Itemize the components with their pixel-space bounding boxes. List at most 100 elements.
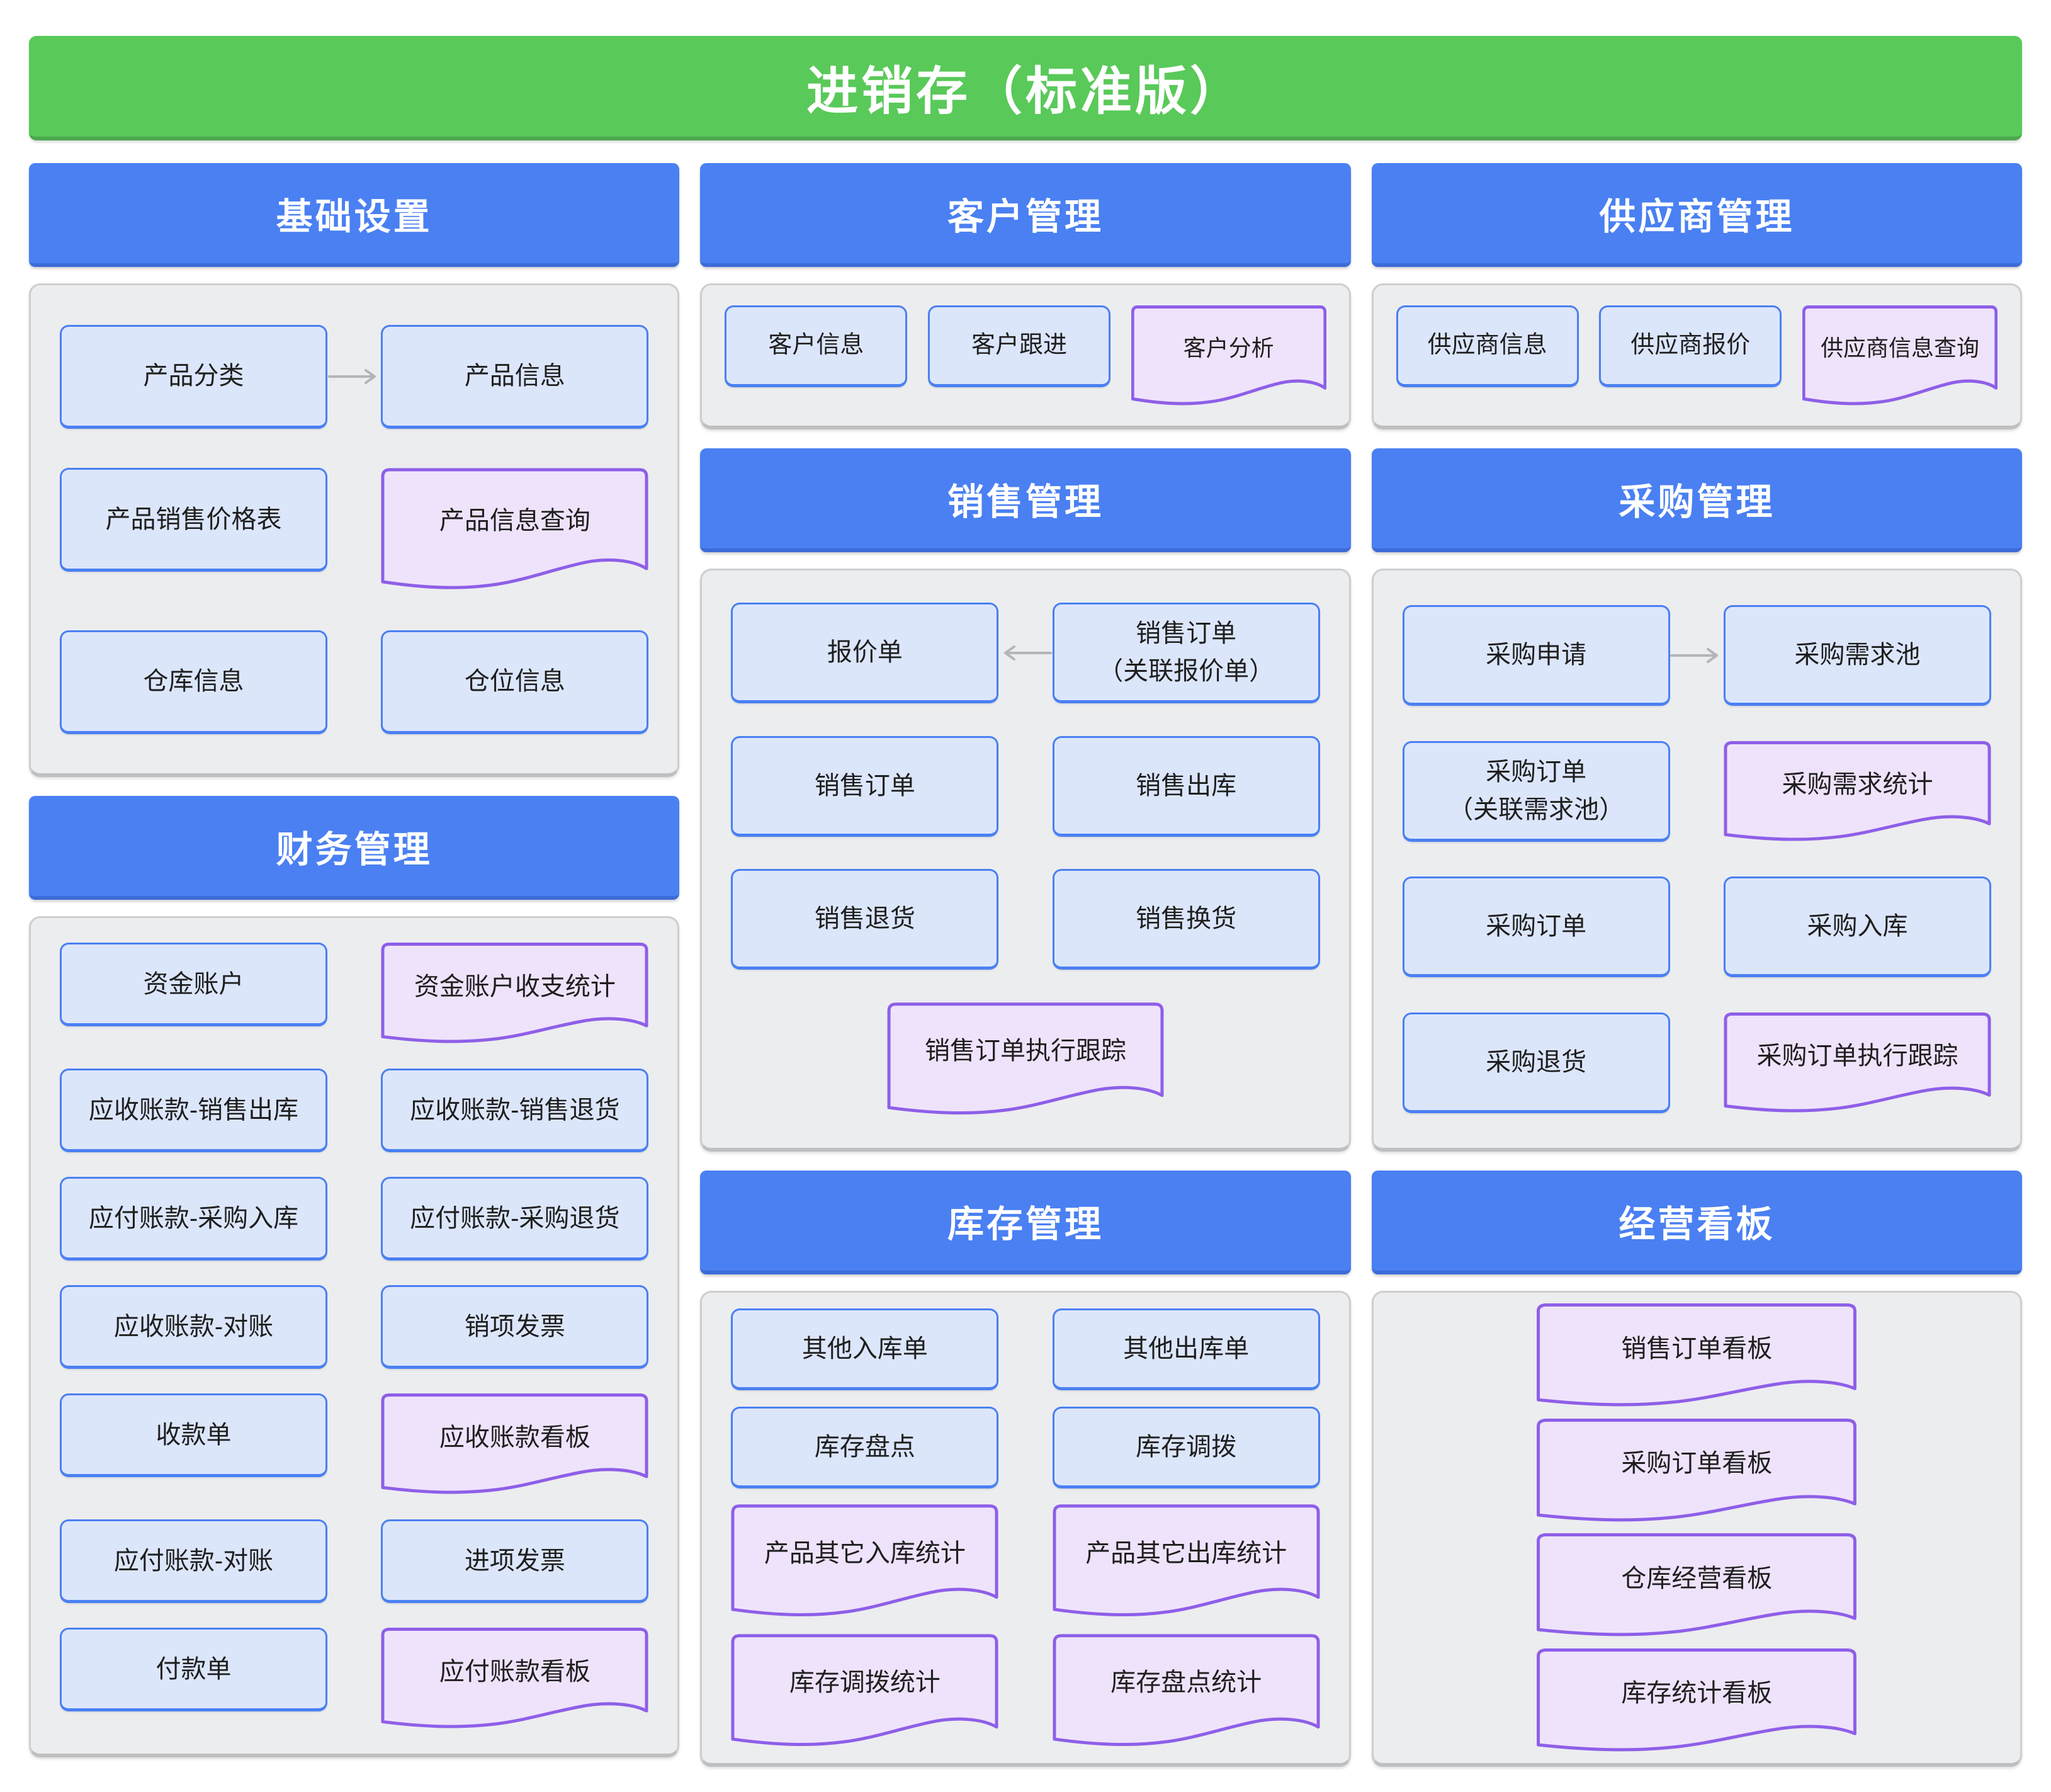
diagram-columns: 基础设置 产品分类 产品信息 产品销售价格表 xyxy=(29,163,2022,1786)
node-warehouse-info[interactable]: 仓库信息 xyxy=(60,630,327,734)
node-label: 销售出库 xyxy=(1136,771,1237,800)
node-purchase-inbound[interactable]: 采购入库 xyxy=(1723,876,1991,978)
node-other-outbound-stats[interactable]: 产品其它出库统计 xyxy=(1053,1504,1320,1618)
node-customer-follow[interactable]: 客户跟进 xyxy=(927,305,1110,387)
node-demand-pool[interactable]: 采购需求池 xyxy=(1723,605,1991,706)
section-header-customer: 客户管理 xyxy=(700,163,1351,267)
node-label: 供应商报价 xyxy=(1630,332,1751,358)
document-shape xyxy=(1053,1504,1320,1618)
node-ap-board[interactable]: 应付账款看板 xyxy=(381,1628,648,1729)
node-label: 产品信息查询 xyxy=(439,506,590,535)
node-other-outbound[interactable]: 其他出库单 xyxy=(1052,1308,1320,1391)
node-sales-return[interactable]: 销售退货 xyxy=(731,869,999,970)
node-label: 应收账款-对账 xyxy=(113,1312,274,1341)
document-shape xyxy=(1053,1634,1320,1747)
node-ar-board[interactable]: 应收账款看板 xyxy=(381,1393,648,1495)
document-shape xyxy=(731,1634,998,1747)
diagram-row: 供应商信息 供应商报价 供应商信息查询 xyxy=(1374,305,2020,406)
node-label: 采购申请 xyxy=(1486,641,1587,669)
panel-basic: 产品分类 产品信息 产品销售价格表 产品信息查询 xyxy=(29,283,680,777)
diagram-row: 仓库经营看板 xyxy=(1374,1533,2020,1637)
section-header-purchase: 采购管理 xyxy=(1371,448,2022,552)
node-label: 库存统计看板 xyxy=(1621,1679,1773,1708)
app-banner: 进销存（标准版） xyxy=(29,36,2022,140)
node-warehouse-board[interactable]: 仓库经营看板 xyxy=(1536,1533,1857,1637)
document-shape xyxy=(381,468,648,591)
node-label: 应付账款看板 xyxy=(439,1658,590,1686)
column-right: 供应商管理 供应商信息 供应商报价 供应商信息查询 采购管理 xyxy=(1371,163,2022,1786)
node-ar-return[interactable]: 应收账款-销售退货 xyxy=(381,1069,649,1152)
node-ap-return[interactable]: 应付账款-采购退货 xyxy=(381,1177,649,1261)
node-supplier-quote[interactable]: 供应商报价 xyxy=(1599,305,1782,387)
node-label: 库存盘点统计 xyxy=(1110,1669,1262,1697)
section-header-label: 经营看板 xyxy=(1619,1203,1775,1245)
node-other-inbound-stats[interactable]: 产品其它入库统计 xyxy=(731,1504,998,1618)
node-inventory-board[interactable]: 库存统计看板 xyxy=(1536,1648,1857,1752)
node-purchase-return[interactable]: 采购退货 xyxy=(1402,1012,1670,1113)
node-sales-order-tracking[interactable]: 销售订单执行跟踪 xyxy=(887,1002,1164,1116)
panel-sales: 报价单 销售订单 （关联报价单） 销售订单 销售出库 xyxy=(700,569,1351,1152)
node-purchase-board[interactable]: 采购订单看板 xyxy=(1536,1419,1857,1523)
panel-dashboard: 销售订单看板 采购订单看板 仓库经营看板 库存统计看板 xyxy=(1371,1291,2022,1767)
node-ap-inbound[interactable]: 应付账款-采购入库 xyxy=(60,1177,327,1261)
diagram-row: 销售订单看板 xyxy=(1374,1303,2020,1407)
document-shape xyxy=(381,943,648,1044)
arrow-right-icon xyxy=(1670,648,1719,664)
diagram-row: 应付账款-采购入库 应付账款-采购退货 xyxy=(31,1177,677,1261)
section-header-label: 供应商管理 xyxy=(1599,196,1795,237)
node-supplier-info[interactable]: 供应商信息 xyxy=(1396,305,1579,387)
node-product-query[interactable]: 产品信息查询 xyxy=(381,468,648,591)
node-product-info[interactable]: 产品信息 xyxy=(381,324,649,429)
node-receipt[interactable]: 收款单 xyxy=(60,1393,327,1477)
node-demand-stats[interactable]: 采购需求统计 xyxy=(1724,741,1991,842)
node-purchase-request[interactable]: 采购申请 xyxy=(1402,605,1670,706)
section-header-inventory: 库存管理 xyxy=(700,1171,1351,1274)
node-label: 报价单 xyxy=(827,638,903,667)
node-purchase-invoice[interactable]: 进项发票 xyxy=(381,1519,649,1603)
node-label: 产品销售价格表 xyxy=(105,505,282,533)
node-fund-account[interactable]: 资金账户 xyxy=(60,943,327,1026)
section-header-sales: 销售管理 xyxy=(700,448,1351,552)
diagram-row: 库存调拨统计 库存盘点统计 xyxy=(702,1634,1348,1747)
node-purchase-order-tracking[interactable]: 采购订单执行跟踪 xyxy=(1724,1012,1991,1113)
diagram-row: 采购订单看板 xyxy=(1374,1419,2020,1523)
node-purchase-order-linked[interactable]: 采购订单 （关联需求池） xyxy=(1402,740,1670,842)
node-payment[interactable]: 付款单 xyxy=(60,1628,327,1711)
node-customer-info[interactable]: 客户信息 xyxy=(725,305,908,387)
node-quotation[interactable]: 报价单 xyxy=(731,603,999,704)
node-product-category[interactable]: 产品分类 xyxy=(60,324,327,429)
node-price-table[interactable]: 产品销售价格表 xyxy=(60,468,327,572)
node-label: 采购需求池 xyxy=(1794,641,1921,669)
node-label: 采购需求统计 xyxy=(1782,771,1933,799)
node-ar-outbound[interactable]: 应收账款-销售出库 xyxy=(60,1069,327,1152)
node-stocktake[interactable]: 库存盘点 xyxy=(731,1406,999,1489)
node-ap-reconcile[interactable]: 应付账款-对账 xyxy=(60,1519,327,1603)
node-supplier-query[interactable]: 供应商信息查询 xyxy=(1802,305,1997,406)
node-label: 应付账款-采购退货 xyxy=(410,1204,620,1232)
node-sales-invoice[interactable]: 销项发票 xyxy=(381,1285,649,1369)
node-label: 销售退货 xyxy=(814,905,915,933)
section-header-finance: 财务管理 xyxy=(29,796,680,900)
node-label: 其他出库单 xyxy=(1123,1335,1250,1363)
node-sales-exchange[interactable]: 销售换货 xyxy=(1052,869,1320,970)
node-transfer-stats[interactable]: 库存调拨统计 xyxy=(731,1634,998,1747)
diagram-row: 销售退货 销售换货 xyxy=(702,869,1348,970)
node-ar-reconcile[interactable]: 应收账款-对账 xyxy=(60,1285,327,1369)
node-sales-order-linked[interactable]: 销售订单 （关联报价单） xyxy=(1052,603,1320,704)
node-label: 采购入库 xyxy=(1807,912,1908,941)
node-label: 产品其它出库统计 xyxy=(1085,1539,1287,1567)
node-sales-order[interactable]: 销售订单 xyxy=(731,735,999,837)
node-stocktake-stats[interactable]: 库存盘点统计 xyxy=(1053,1634,1320,1747)
node-purchase-order[interactable]: 采购订单 xyxy=(1402,876,1670,978)
column-left: 基础设置 产品分类 产品信息 产品销售价格表 xyxy=(29,163,680,1776)
node-other-inbound[interactable]: 其他入库单 xyxy=(731,1308,999,1391)
node-sales-outbound[interactable]: 销售出库 xyxy=(1052,735,1320,837)
section-header-basic: 基础设置 xyxy=(29,163,680,267)
node-customer-analysis[interactable]: 客户分析 xyxy=(1131,305,1326,406)
node-fund-stats[interactable]: 资金账户收支统计 xyxy=(381,943,648,1044)
node-transfer[interactable]: 库存调拨 xyxy=(1052,1406,1320,1489)
node-bin-info[interactable]: 仓位信息 xyxy=(381,630,649,734)
node-label: 付款单 xyxy=(155,1655,232,1683)
node-sales-board[interactable]: 销售订单看板 xyxy=(1536,1303,1857,1407)
